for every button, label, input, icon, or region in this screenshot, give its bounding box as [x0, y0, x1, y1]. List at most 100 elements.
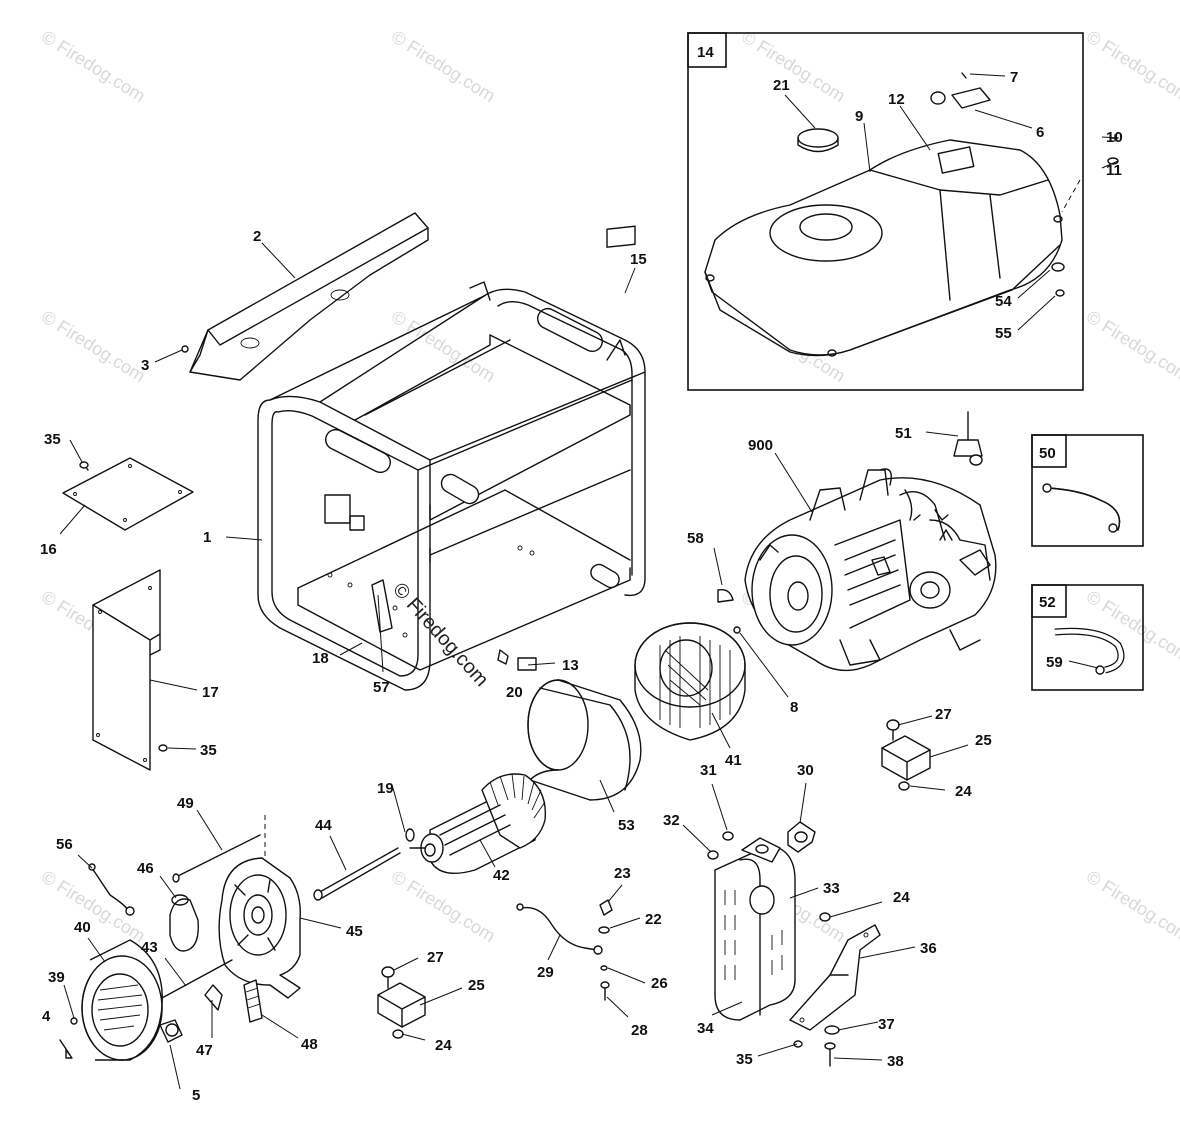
callout-41: 41	[725, 752, 742, 769]
callout-26: 26	[651, 975, 668, 992]
callout-24-mount-right: 24	[955, 783, 972, 800]
watermark: © Firedog.com	[738, 26, 849, 106]
callout-19: 19	[377, 780, 394, 797]
hose-box-50: 50	[1031, 434, 1144, 547]
callout-16: 16	[40, 541, 57, 558]
callout-5: 5	[192, 1087, 200, 1104]
callout-20: 20	[506, 684, 523, 701]
callout-17: 17	[202, 684, 219, 701]
watermark: © Firedog.com	[1083, 586, 1180, 666]
bearing-carrier-45	[218, 857, 301, 999]
watermark: © Firedog.com	[38, 866, 149, 946]
callout-44: 44	[315, 817, 332, 834]
callout-1: 1	[203, 529, 211, 546]
callout-900: 900	[748, 437, 773, 454]
top-cover-plate	[181, 212, 429, 381]
cover-53	[527, 679, 642, 801]
watermark: © Firedog.com	[388, 866, 499, 946]
mount-25-right	[881, 719, 931, 791]
small-parts-43-47-48	[59, 959, 263, 1059]
fuel-tank-frame	[687, 32, 1084, 391]
callout-54: 54	[995, 293, 1012, 310]
callout-39: 39	[48, 969, 65, 986]
callout-34: 34	[697, 1020, 714, 1037]
box-number: 14	[697, 44, 714, 61]
callout-40: 40	[74, 919, 91, 936]
end-cover-40	[81, 939, 183, 1061]
callout-11: 11	[1106, 162, 1122, 179]
callout-45: 45	[346, 923, 363, 940]
watermark: © Firedog.com	[1083, 26, 1180, 106]
callout-27-left: 27	[427, 949, 444, 966]
callout-33: 33	[823, 880, 840, 897]
bracket-36	[789, 912, 881, 1067]
gasket-30	[787, 821, 816, 853]
box-number: 52	[1039, 594, 1056, 611]
callout-27-right: 27	[935, 706, 952, 723]
callout-24-bracket: 24	[893, 889, 910, 906]
panel-17	[92, 569, 168, 771]
leader-lines	[59, 73, 1119, 1090]
callout-7: 7	[1010, 69, 1018, 86]
callout-9: 9	[855, 108, 863, 125]
callout-35-side: 35	[200, 742, 217, 759]
callout-21: 21	[773, 77, 790, 94]
watermark: © Firedog.com	[388, 26, 499, 106]
callout-8: 8	[790, 699, 798, 716]
callout-13: 13	[562, 657, 579, 674]
callout-47: 47	[196, 1042, 213, 1059]
watermark: © Firedog.com	[38, 306, 149, 386]
callout-4: 4	[42, 1008, 51, 1025]
fuel-valve-51	[953, 411, 983, 466]
callout-30: 30	[797, 762, 814, 779]
callout-51: 51	[895, 425, 912, 442]
callout-29: 29	[537, 964, 554, 981]
ground-wire-56	[88, 863, 135, 916]
callout-58: 58	[687, 530, 704, 547]
callout-43: 43	[141, 939, 158, 956]
mount-25-left	[377, 966, 426, 1039]
engine-assembly	[744, 468, 997, 672]
callout-15: 15	[630, 251, 647, 268]
callout-42: 42	[493, 867, 510, 884]
callout-28: 28	[631, 1022, 648, 1039]
callout-10: 10	[1106, 129, 1123, 146]
fuel-tank-drawing	[704, 72, 1065, 357]
callout-35-panel: 35	[44, 431, 61, 448]
callout-22: 22	[645, 911, 662, 928]
callout-35-bracket: 35	[736, 1051, 753, 1068]
panel-16	[62, 457, 194, 531]
fuel-tank-group: 14	[687, 32, 1084, 391]
callout-25-right: 25	[975, 732, 992, 749]
callout-23: 23	[614, 865, 631, 882]
watermark: © Firedog.com	[1083, 306, 1180, 386]
callout-46: 46	[137, 860, 154, 877]
callout-48: 48	[301, 1036, 318, 1053]
nuts-31-32	[707, 831, 734, 860]
callout-25-left: 25	[468, 977, 485, 994]
muffler-34	[714, 837, 796, 1021]
callout-3: 3	[141, 357, 149, 374]
callout-59: 59	[1046, 654, 1063, 671]
callout-32: 32	[663, 812, 680, 829]
box-number: 50	[1039, 445, 1056, 462]
callout-38: 38	[887, 1053, 904, 1070]
callout-55: 55	[995, 325, 1012, 342]
callout-numbers: 1 2 3 4 5 6 7 8 9 10 11 12 13 15 16 17 1…	[40, 69, 1123, 1104]
callout-36: 36	[920, 940, 937, 957]
callout-53: 53	[618, 817, 635, 834]
center-watermark: © Firedog.com	[388, 579, 492, 691]
stator-41	[634, 622, 746, 741]
callout-18: 18	[312, 650, 329, 667]
watermark: © Firedog.com	[38, 26, 149, 106]
callout-56: 56	[56, 836, 73, 853]
hardware-22-28	[598, 899, 613, 1001]
callout-6: 6	[1036, 124, 1044, 141]
callout-12: 12	[888, 91, 905, 108]
wire-29	[516, 903, 603, 955]
hose-box-52: 52	[1031, 584, 1144, 691]
box-number-cell	[687, 32, 727, 68]
generator-frame	[257, 225, 646, 691]
